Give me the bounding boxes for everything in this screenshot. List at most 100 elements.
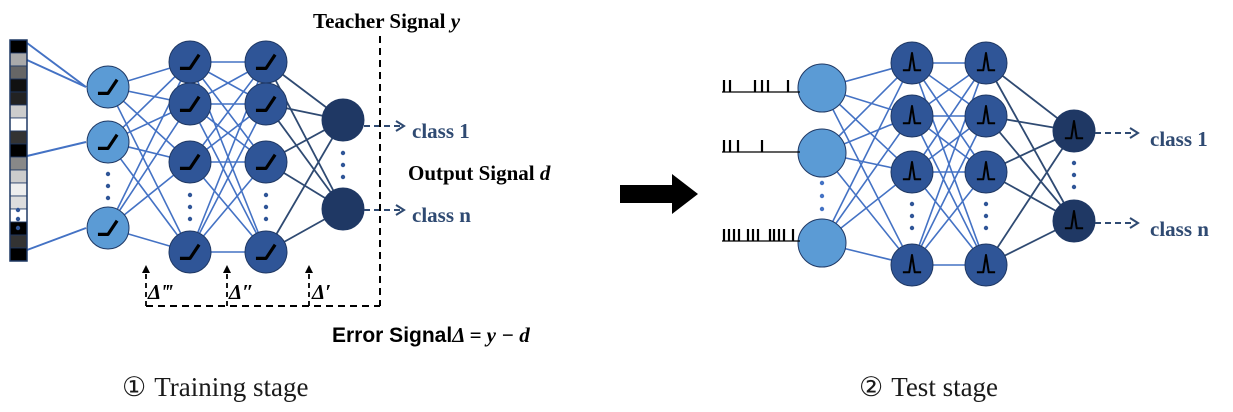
- neuron: [797, 218, 847, 268]
- ellipsis-dot: [909, 213, 915, 219]
- ellipsis-dot: [909, 201, 915, 207]
- relu-activation-icon: [179, 153, 201, 170]
- input-feature-cell: [9, 143, 28, 158]
- arrow-head: [305, 265, 313, 273]
- arrow-head: [1129, 127, 1140, 139]
- input-feature-cell: [9, 247, 28, 262]
- relu-activation-icon: [97, 133, 119, 150]
- ellipsis-dot: [105, 183, 111, 189]
- neuron: [244, 140, 288, 184]
- arrow-head: [1129, 217, 1140, 229]
- spike-activation-icon: [976, 51, 996, 72]
- input-feature-cell: [9, 234, 28, 249]
- neuron: [168, 230, 212, 274]
- spike-activation-icon: [976, 160, 996, 181]
- neuron: [890, 41, 934, 85]
- delta-3-label: Δ‴: [147, 280, 173, 304]
- relu-activation-icon: [255, 95, 277, 112]
- neuron: [321, 187, 365, 231]
- error-signal-label: Error SignalΔ = y − d: [332, 323, 530, 347]
- relu-activation-icon: [255, 53, 277, 70]
- spike-activation-icon: [976, 253, 996, 274]
- neuron: [964, 41, 1008, 85]
- input-feature-cell: [9, 182, 28, 197]
- neuron: [168, 82, 212, 126]
- relu-activation-icon: [179, 243, 201, 260]
- neuron: [86, 206, 130, 250]
- spike-activation-icon: [902, 253, 922, 274]
- connection-line: [26, 141, 87, 157]
- ellipsis-dot: [819, 193, 825, 199]
- arrow-head: [395, 120, 406, 132]
- annotations: [9, 36, 1140, 307]
- relu-activation-icon: [179, 53, 201, 70]
- output-signal-label: Output Signal d: [408, 161, 551, 185]
- input-feature-cell: [9, 65, 28, 80]
- input-feature-cell: [9, 91, 28, 106]
- ellipsis-dot: [1071, 160, 1077, 166]
- ellipsis-dot: [15, 216, 21, 222]
- spike-activation-icon: [902, 160, 922, 181]
- neuron: [964, 243, 1008, 287]
- relu-activation-icon: [179, 95, 201, 112]
- ellipsis-dot: [1071, 184, 1077, 190]
- relu-activation-icon: [255, 153, 277, 170]
- neuron: [244, 40, 288, 84]
- input-feature-cell: [9, 195, 28, 210]
- ellipsis-dot: [340, 174, 346, 180]
- neuron: [86, 120, 130, 164]
- input-feature-cell: [9, 39, 28, 54]
- spike-activation-icon: [902, 104, 922, 125]
- neuron: [797, 63, 847, 113]
- ellipsis-dot: [819, 206, 825, 212]
- input-feature-cell: [9, 52, 28, 67]
- ellipsis-dot: [983, 201, 989, 207]
- spike-activation-icon: [902, 51, 922, 72]
- ellipsis-dot: [983, 213, 989, 219]
- neuron: [168, 140, 212, 184]
- ellipsis-dot: [105, 171, 111, 177]
- input-feature-cell: [9, 104, 28, 119]
- ellipsis-dot: [263, 204, 269, 210]
- connection-line: [265, 103, 344, 210]
- test-network-neurons: [797, 41, 1096, 287]
- relu-activation-icon: [97, 78, 119, 95]
- ellipsis-dot: [187, 216, 193, 222]
- connection-line: [189, 103, 267, 253]
- neuron: [797, 128, 847, 178]
- neuron: [244, 230, 288, 274]
- neuron: [86, 65, 130, 109]
- connection-line: [911, 62, 987, 266]
- input-feature-cell: [9, 169, 28, 184]
- arrow-head: [142, 265, 150, 273]
- ellipsis-dot: [340, 150, 346, 156]
- neuron: [964, 150, 1008, 194]
- connection-line: [911, 115, 987, 266]
- spike-activation-icon: [976, 104, 996, 125]
- connection-line: [107, 86, 191, 253]
- neuron: [1052, 199, 1096, 243]
- neuron: [1052, 109, 1096, 153]
- ellipsis-dot: [983, 225, 989, 231]
- input-feature-cell: [9, 78, 28, 93]
- input-feature-cell: [9, 156, 28, 171]
- neuron: [890, 150, 934, 194]
- neuron: [890, 94, 934, 138]
- relu-activation-icon: [255, 243, 277, 260]
- connection-line: [26, 59, 87, 88]
- ellipsis-dot: [187, 192, 193, 198]
- ellipsis-dot: [340, 162, 346, 168]
- training-network-neurons: [86, 40, 365, 274]
- input-feature-cell: [9, 130, 28, 145]
- ellipsis-dot: [263, 216, 269, 222]
- connection-line: [985, 115, 1075, 222]
- test-network-edges: [821, 62, 1075, 266]
- test-class-1-label: class 1: [1150, 127, 1208, 151]
- relu-activation-icon: [97, 219, 119, 236]
- neuron: [168, 40, 212, 84]
- right-arrow-icon: [620, 174, 698, 214]
- connection-line: [821, 115, 913, 244]
- input-feature-cell: [9, 117, 28, 132]
- neuron: [964, 94, 1008, 138]
